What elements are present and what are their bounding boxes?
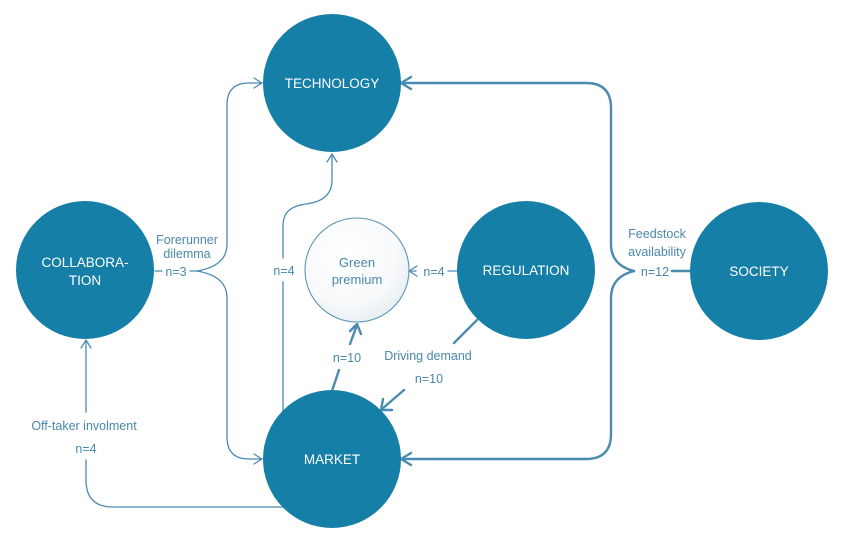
edge-count: n=10	[415, 372, 443, 386]
edge-branch-to-market	[400, 269, 636, 461]
edge-label: Off-taker involment	[31, 419, 137, 433]
edge-label: dilemma	[163, 247, 210, 261]
node-collaboration: COLLABORA- TION	[16, 201, 154, 339]
node-circle	[263, 390, 401, 528]
node-circle	[690, 202, 828, 340]
edge-driving-demand: Driving demand n=10	[379, 318, 479, 412]
node-label: COLLABORA-	[41, 255, 128, 270]
node-circle	[16, 201, 154, 339]
edge-count: n=4	[423, 265, 444, 279]
node-label: MARKET	[304, 452, 360, 467]
arrowhead-icon	[253, 77, 263, 89]
node-label: TECHNOLOGY	[285, 76, 380, 91]
arrowhead-icon	[80, 339, 92, 349]
edge-line	[348, 323, 359, 346]
arrowhead-icon	[253, 453, 263, 465]
arrowhead-icon	[326, 153, 338, 163]
edge-feedstock-availability: Feedstock availability n=12	[399, 75, 692, 467]
edge-line	[380, 388, 406, 411]
node-label: SOCIETY	[729, 264, 788, 279]
edge-forerunner-dilemma: Forerunner dilemma n=3	[154, 77, 263, 465]
node-market: MARKET	[263, 390, 401, 528]
edge-offtaker-involvement: Off-taker involment n=4	[31, 339, 284, 508]
edge-branch-to-technology	[196, 82, 263, 272]
node-green-premium: Green premium	[304, 217, 410, 323]
edge-count: n=4	[273, 264, 294, 278]
edge-market-to-technology: n=4	[273, 153, 338, 412]
arrowhead-icon	[348, 322, 363, 336]
node-circle	[457, 201, 595, 339]
node-regulation: REGULATION	[457, 201, 595, 339]
edge-count: n=10	[333, 351, 361, 365]
edge-line	[282, 153, 333, 259]
node-label: premium	[332, 272, 383, 287]
edge-market-to-green-premium: n=10	[330, 322, 363, 393]
edge-label: Driving demand	[384, 349, 472, 363]
node-label: TION	[69, 273, 101, 288]
edge-count: n=4	[75, 442, 96, 456]
edge-line	[85, 459, 284, 508]
edge-label: Forerunner	[156, 233, 218, 247]
edge-label: Feedstock	[628, 227, 686, 241]
edge-regulation-to-green-premium: n=4	[408, 265, 458, 279]
node-society: SOCIETY	[690, 202, 828, 340]
edge-line	[330, 368, 341, 393]
node-label: REGULATION	[483, 263, 570, 278]
node-label: Green	[339, 255, 375, 270]
arrowhead-icon	[379, 397, 394, 412]
edge-line	[452, 318, 479, 345]
node-technology: TECHNOLOGY	[263, 14, 401, 152]
node-circle	[263, 14, 401, 152]
edge-count: n=12	[641, 265, 669, 279]
node-circle	[304, 217, 410, 323]
edge-branch-to-market	[196, 270, 263, 460]
edge-branch-to-technology	[400, 81, 636, 273]
edge-count: n=3	[165, 265, 186, 279]
edge-label: availability	[628, 245, 686, 259]
